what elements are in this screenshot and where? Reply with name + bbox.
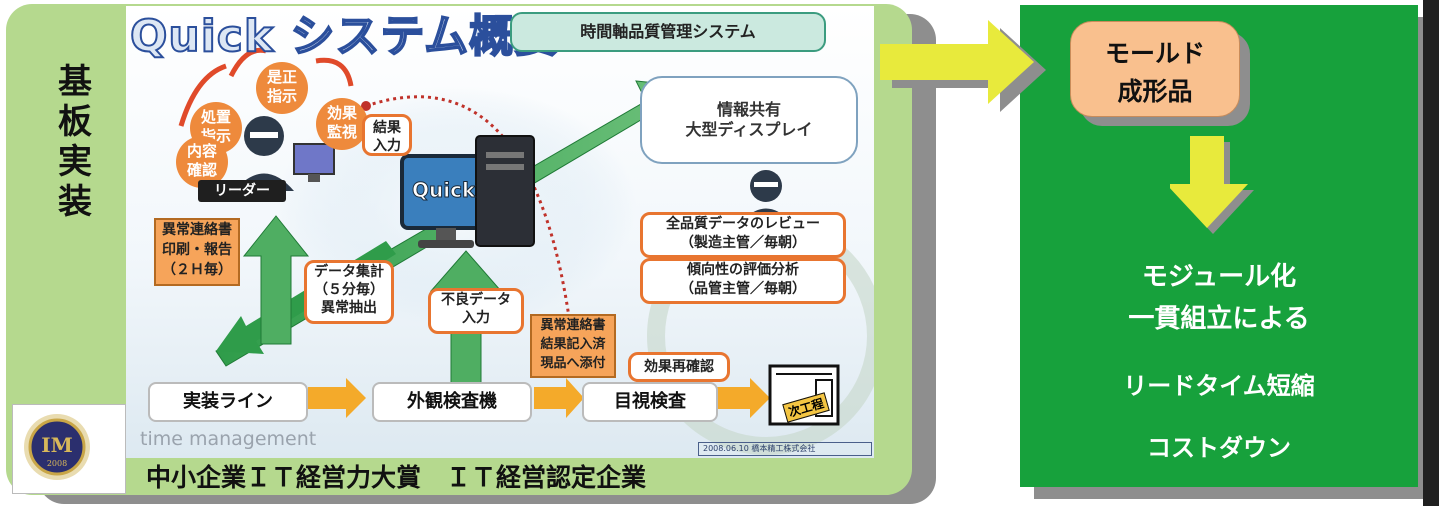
result-line-leadtime-reduction: リードタイム短縮 — [1123, 372, 1315, 400]
print-report-line-2: 印刷・報告 — [162, 242, 232, 258]
bubble-zesei-shiji-label: 是正 指示 — [266, 68, 297, 105]
data-aggregation-line-3: 異常抽出 — [321, 300, 377, 316]
footer-date: 2008.06.10 — [703, 444, 749, 453]
bubble-naiyo-kakunin: 内容 確認 — [176, 136, 228, 188]
result-input-label: 結果 入力 — [373, 120, 401, 154]
vertical-char-2: 板 — [58, 102, 92, 142]
vertical-label-kiban-jisso: 基 板 実 装 — [50, 62, 100, 222]
result-input-tag: 結果 入力 — [362, 114, 412, 156]
print-report-line-3: （２Ｈ毎） — [162, 262, 232, 278]
result-line-cost-down: コストダウン — [1147, 434, 1291, 462]
time-management-watermark: time management — [140, 428, 317, 450]
information-display-label: 情報共有 大型ディスプレイ — [685, 100, 813, 139]
svg-text:IM: IM — [41, 433, 73, 457]
mold-product-box: モールド 成形品 — [1070, 21, 1240, 117]
analysis-line-2: （品管主管／毎朝） — [680, 281, 806, 297]
svg-text:2008: 2008 — [47, 459, 67, 468]
print-report-line-1: 異常連絡書 — [162, 222, 232, 238]
slide-subtitle: 時間軸品質管理システム — [510, 12, 826, 52]
review-box: 全品質データのレビュー （製造主管／毎朝） — [640, 212, 846, 258]
system-overview-slide: Quick システム概要 時間軸品質管理システム 処置 指示 是正 指示 効果 … — [126, 6, 874, 458]
down-arrow-icon — [1170, 136, 1254, 234]
edge-bar — [1423, 0, 1439, 506]
defect-input-tag: 不良データ 入力 — [428, 288, 524, 334]
bubble-koka-kanshi-label: 効果 監視 — [326, 104, 357, 141]
vertical-char-3: 実 — [58, 142, 92, 182]
mold-line-1: モールド — [1104, 39, 1205, 68]
flow-visual-inspection: 目視検査 — [582, 382, 718, 422]
attach-report-line-3: 現品へ添付 — [540, 356, 606, 371]
defect-input-line-1: 不良データ — [441, 292, 511, 308]
flow-mounting-line: 実装ライン — [148, 382, 308, 422]
leader-label: リーダー — [198, 180, 286, 202]
data-aggregation-line-1: データ集計 — [314, 264, 384, 280]
information-display-box: 情報共有 大型ディスプレイ — [640, 76, 858, 164]
attach-report-line-1: 異常連絡書 — [540, 318, 606, 333]
slide-footer: 2008.06.10 橋本精工株式会社 — [698, 442, 872, 456]
result-line-modularization: モジュール化 — [1141, 262, 1297, 292]
bottom-caption: 中小企業ＩＴ経営力大賞 ＩＴ経営認定企業 — [146, 463, 647, 492]
defect-input-line-2: 入力 — [462, 310, 490, 326]
review-line-2: （製造主管／毎朝） — [680, 235, 806, 251]
award-seal-logo: IM 2008 — [24, 414, 90, 480]
flow-visual-inspection-machine: 外観検査機 — [372, 382, 532, 422]
analysis-line-1: 傾向性の評価分析 — [687, 262, 799, 278]
data-aggregation-line-2: （５分毎） — [314, 282, 384, 298]
footer-company: 橋本精工株式会社 — [751, 444, 816, 453]
print-report-note: 異常連絡書 印刷・報告 （２Ｈ毎） — [154, 218, 240, 286]
vertical-char-1: 基 — [58, 62, 92, 102]
mold-line-2: 成形品 — [1117, 77, 1193, 106]
analysis-box: 傾向性の評価分析 （品管主管／毎朝） — [640, 258, 846, 304]
result-line-integrated-assembly: 一貫組立による — [1128, 304, 1310, 334]
big-right-arrow-icon — [880, 20, 1046, 112]
quick-monitor-label: Quick — [411, 178, 476, 203]
data-aggregation-tag: データ集計 （５分毎） 異常抽出 — [304, 260, 394, 324]
attach-report-line-2: 結果記入済 — [540, 337, 606, 352]
slide-title: Quick システム概要 — [129, 10, 560, 63]
attach-report-note: 異常連絡書 結果記入済 現品へ添付 — [530, 314, 616, 378]
bubble-zesei-shiji: 是正 指示 — [256, 62, 308, 114]
bubble-koka-kanshi: 効果 監視 — [316, 98, 368, 150]
review-line-1: 全品質データのレビュー — [666, 216, 820, 232]
bubble-naiyo-kakunin-label: 内容 確認 — [186, 142, 217, 179]
effect-recheck-tag: 効果再確認 — [628, 352, 730, 382]
vertical-char-4: 装 — [58, 182, 92, 222]
